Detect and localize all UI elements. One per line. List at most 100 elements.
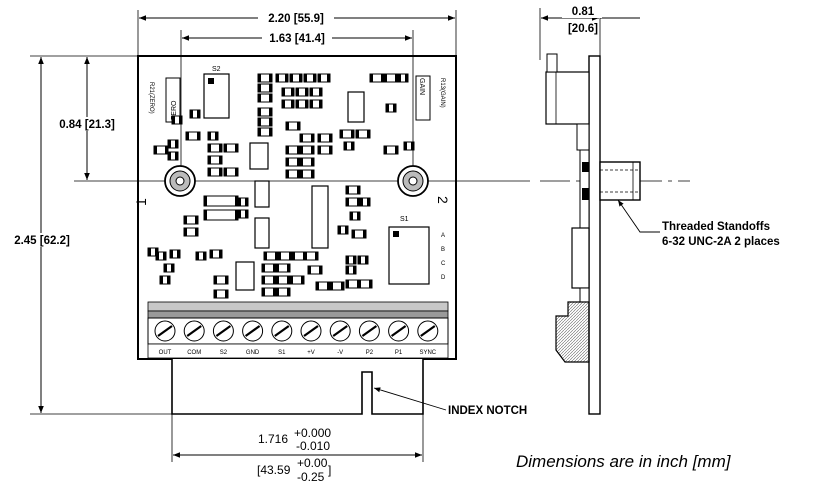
smd-pad	[160, 276, 163, 284]
smd-pad	[190, 110, 193, 118]
abcd-c: C	[441, 261, 446, 267]
smd-pad	[405, 74, 408, 82]
smd-pad	[357, 212, 360, 220]
smd-pad	[384, 74, 387, 82]
pot-spacing-label: 1.63 [41.4]	[269, 33, 325, 45]
smd-pad	[297, 122, 300, 130]
smd-pad	[177, 250, 180, 258]
smd-components	[147, 73, 415, 299]
smd-pad	[269, 84, 272, 92]
smd-pad	[208, 144, 211, 152]
edge-tol-plus-mm: +0.00	[297, 456, 328, 470]
smd-pad	[404, 142, 407, 150]
gain-trimmer-pot	[397, 165, 429, 197]
smd-pad	[346, 266, 349, 274]
smd-pad	[262, 276, 265, 284]
smd-pad	[224, 144, 227, 152]
smd-pad	[346, 280, 349, 288]
smd-pad	[311, 146, 314, 154]
smd-pad	[297, 146, 300, 154]
ic-u3	[249, 142, 269, 170]
smd-pad	[170, 250, 173, 258]
smd-pad	[165, 146, 168, 154]
smd-pad	[370, 74, 373, 82]
smd-pad	[262, 264, 265, 272]
smd-pad	[353, 266, 356, 274]
smd-pad	[278, 252, 281, 260]
side-thickness-label: 0.81	[572, 6, 595, 18]
s2-switch	[203, 73, 230, 119]
abcd-d: D	[441, 275, 446, 281]
smd-pad	[148, 248, 151, 256]
smd-pad	[290, 74, 293, 82]
s1-label: S1	[400, 216, 409, 223]
terminal-screw	[183, 320, 205, 342]
smd-pad	[329, 134, 332, 142]
smd-pad	[299, 74, 302, 82]
smd-pad	[352, 230, 355, 238]
smd-pad	[346, 198, 349, 206]
terminal-label: +V	[307, 350, 315, 356]
terminal-label: SYNC	[419, 350, 436, 356]
terminal-screw	[300, 320, 322, 342]
smd-pad	[235, 144, 238, 152]
smd-pad	[341, 282, 344, 290]
smd-pad	[175, 152, 178, 160]
smd-pad	[269, 118, 272, 126]
smd-pad	[285, 74, 288, 82]
smd-pad	[305, 88, 308, 96]
smd-pad	[357, 186, 360, 194]
smd-pad	[164, 264, 167, 272]
smd-pad	[286, 122, 289, 130]
smd-pad	[219, 144, 222, 152]
smd-pad	[238, 198, 241, 206]
ic-u5	[254, 217, 270, 249]
smd-pad	[172, 116, 175, 124]
side-component-top	[545, 71, 590, 125]
edge-width-mm-label: [43.59	[257, 463, 291, 477]
abcd-a: A	[441, 233, 445, 239]
smd-pad	[310, 88, 313, 96]
smd-pad	[300, 158, 303, 166]
terminal-screw	[242, 320, 264, 342]
smd-pad	[210, 250, 213, 258]
threaded-standoff	[599, 161, 641, 201]
smd-pad	[275, 252, 278, 260]
hole-1-label: 1	[133, 198, 149, 206]
smd-pad	[258, 118, 261, 126]
smd-pad	[304, 74, 307, 82]
smd-pad	[238, 210, 241, 218]
smd-pad	[351, 142, 354, 150]
index-notch-label: INDEX NOTCH	[448, 405, 527, 417]
units-note: Dimensions are in inch [mm]	[516, 452, 732, 471]
overall-width-label: 2.20 [55.9]	[268, 13, 324, 25]
smd-pad	[393, 104, 396, 112]
edge-connector-tab	[171, 359, 424, 415]
smd-pad	[214, 276, 217, 284]
smd-pad	[208, 156, 211, 164]
smd-pad	[381, 74, 384, 82]
smd-pad	[313, 74, 316, 82]
cap-c11	[235, 261, 255, 291]
terminal-screw	[154, 320, 176, 342]
smd-pad	[297, 158, 300, 166]
smd-pad	[350, 212, 353, 220]
smd-pad	[367, 130, 370, 138]
abcd-b: B	[441, 247, 445, 253]
smd-pad	[225, 276, 228, 284]
smd-pad	[345, 226, 348, 234]
smd-pad	[235, 196, 238, 206]
smd-pad	[258, 74, 261, 82]
smd-pad	[195, 216, 198, 224]
smd-pad	[204, 196, 207, 206]
smd-pad	[395, 146, 398, 154]
smd-pad	[273, 276, 276, 284]
smd-pad	[208, 132, 211, 140]
smd-pad	[344, 142, 347, 150]
smd-pad	[184, 216, 187, 224]
smd-pad	[340, 130, 343, 138]
smd-pad	[286, 170, 289, 178]
smd-pad	[184, 228, 187, 236]
overall-height-label: 2.45 [62.2]	[14, 235, 70, 247]
